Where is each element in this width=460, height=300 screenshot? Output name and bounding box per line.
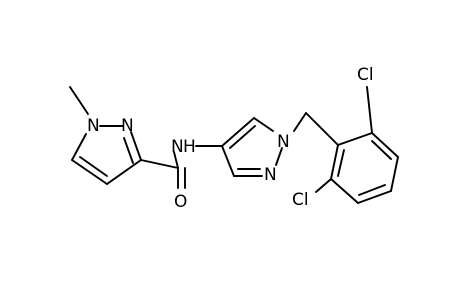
bond-n1-n2-right	[275, 147, 283, 166]
bond-layer	[69, 86, 399, 204]
bond-n2-c3-left	[130, 131, 142, 161]
bond-c3-carbonyl	[140, 159, 179, 169]
bond-ch2-phenyl	[305, 112, 339, 146]
bond-ph-c1-c2	[337, 132, 373, 146]
atom-n2-pyrazole-b: N	[264, 165, 277, 185]
bond-c5-n1-right	[253, 117, 274, 132]
atom-amide-n: N	[171, 137, 184, 157]
bond-c4-c5-left	[71, 159, 108, 185]
bond-ph-c4-c5-double	[358, 184, 386, 196]
atom-n1-pyrazole-b: N	[277, 132, 290, 152]
bond-c2-cl-top	[366, 86, 373, 134]
bond-carbonyl-amide-n	[173, 151, 179, 169]
bond-ph-c2-c3	[371, 132, 399, 158]
bond-ph-c3-c4	[390, 156, 399, 192]
bond-ph-c2-c3-double	[371, 140, 392, 160]
atom-label-layer: N N N H O N N Cl Cl	[87, 65, 374, 212]
bond-c4-c5-right-double	[229, 125, 256, 149]
bond-c4-c5-left-double	[79, 156, 108, 177]
bond-ph-c6-c1-double	[337, 149, 345, 177]
bond-methyl-n1	[69, 86, 89, 115]
bond-n1-ch2	[293, 112, 307, 132]
atom-n2-pyrazole-a: N	[121, 116, 134, 136]
atom-n1-pyrazole-a: N	[87, 116, 100, 136]
bond-c3-c4-right	[221, 145, 235, 177]
bond-ph-c4-c5	[357, 190, 392, 204]
bond-c4-c5-right	[221, 117, 255, 147]
bond-n2-c3-left-double	[123, 137, 134, 164]
bond-c3-c4-left	[106, 159, 142, 185]
atom-amide-h: H	[183, 137, 196, 157]
bond-ph-c6-c1	[330, 144, 339, 180]
bond-c5-n1-left	[71, 133, 87, 161]
atom-cl-bottom: Cl	[292, 190, 309, 210]
bond-c6-cl-bottom	[315, 178, 332, 193]
bond-ph-c5-c6	[330, 178, 359, 204]
atom-carbonyl-o: O	[174, 192, 187, 212]
atom-cl-top: Cl	[357, 65, 374, 85]
